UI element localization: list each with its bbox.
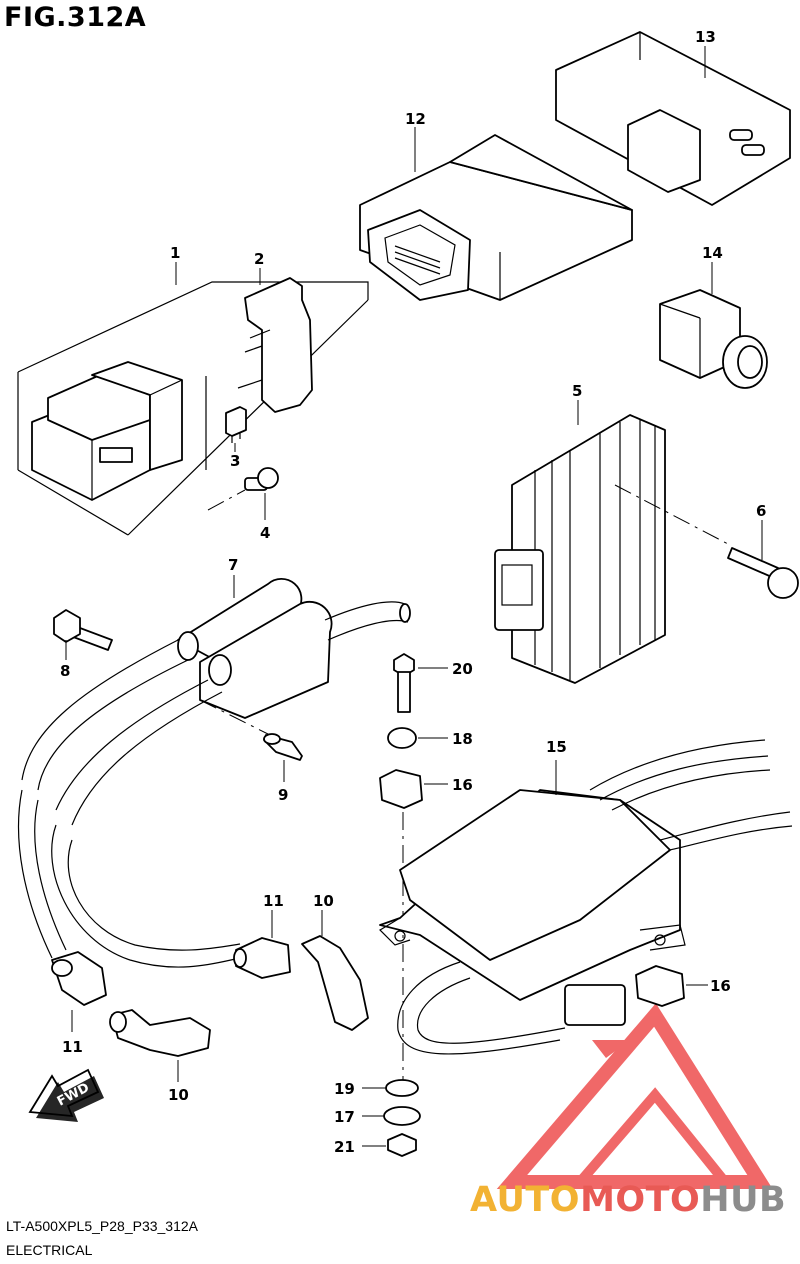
watermark-hub: HUB [700,1180,787,1220]
part-13-bracket [555,31,791,206]
callout-13: 13 [695,28,716,46]
watermark-moto: MOTO [580,1180,701,1220]
part-1-relay [31,361,183,501]
callout-11-center: 11 [263,892,284,910]
part-11-boot-center [233,910,291,979]
callout-11-left: 11 [62,1038,83,1056]
callout-1: 1 [170,244,180,262]
part-11-boot-left [51,951,107,1032]
part-14-connector [659,262,768,389]
callout-5: 5 [572,382,582,400]
callout-3: 3 [230,452,240,470]
part-6-bolt [727,520,799,599]
callout-10-left: 10 [168,1086,189,1104]
callout-8: 8 [60,662,70,680]
part-16-grommet-right [635,965,708,1007]
coil-cables [17,639,241,968]
section-name: ELECTRICAL [6,1242,93,1258]
part-10-plug-cap-left [109,1009,211,1082]
callout-20: 20 [452,660,473,678]
part-12-ecm [359,127,633,301]
callout-18: 18 [452,730,473,748]
mounting-hardware-stack [362,653,448,1157]
fwd-direction-arrow: FWD [28,1068,104,1122]
callout-16-right: 16 [710,977,731,995]
callout-21: 21 [334,1138,355,1156]
part-4-bolt [244,467,279,520]
callout-14: 14 [702,244,723,262]
callout-7: 7 [228,556,238,574]
watermark-text: AUTOMOTOHUB [470,1180,786,1220]
callout-numbers: 1 2 3 4 5 6 7 8 9 10 10 11 11 12 13 14 1… [60,28,766,1156]
model-code: LT-A500XPL5_P28_P33_312A [6,1218,199,1234]
part-7-ignition-coil [177,575,411,736]
callout-9: 9 [278,786,288,804]
callout-16-upper: 16 [452,776,473,794]
page-title: FIG.312A [4,2,147,33]
part-2-cover [237,277,313,413]
callout-19: 19 [334,1080,355,1098]
part-10-plug-cap-center [301,910,369,1031]
callout-15: 15 [546,738,567,756]
part-3-fuse [225,406,247,452]
watermark-logo [496,1003,773,1189]
part-15-control-unit [379,739,793,1055]
callout-17: 17 [334,1108,355,1126]
callout-4: 4 [260,524,270,542]
callout-10-center: 10 [313,892,334,910]
part-9-spacer [263,733,303,782]
callout-6: 6 [756,502,766,520]
watermark-auto: AUTO [470,1180,581,1220]
callout-2: 2 [254,250,264,268]
callout-12: 12 [405,110,426,128]
part-8-bolt [53,609,113,660]
part-5-regulator [494,400,731,684]
